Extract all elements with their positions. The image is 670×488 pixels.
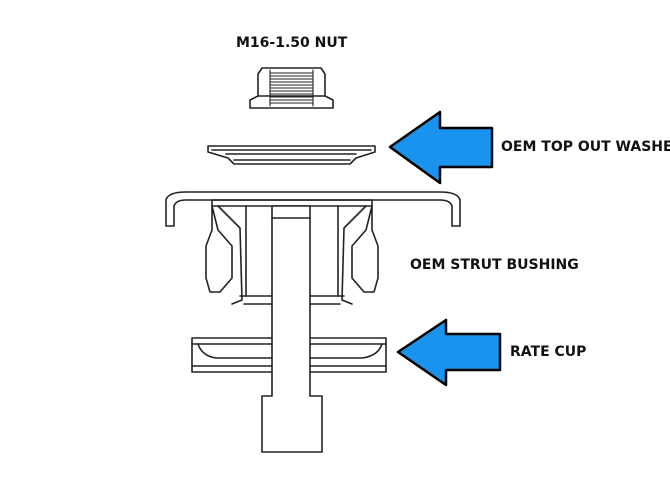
nut-label: M16-1.50 NUT: [236, 35, 348, 51]
washer-drawing: [207, 145, 376, 165]
bushing-label: OEM STRUT BUSHING: [410, 257, 579, 273]
bushing-drawing: [165, 191, 461, 305]
rate-cup-label: RATE CUP: [510, 344, 587, 360]
washer-label: OEM TOP OUT WASHER: [501, 139, 670, 155]
washer-arrow-icon: [388, 110, 494, 185]
rate-cup-arrow-icon: [396, 318, 502, 387]
shaft-drawing: [261, 205, 323, 453]
nut-drawing: [249, 67, 334, 109]
